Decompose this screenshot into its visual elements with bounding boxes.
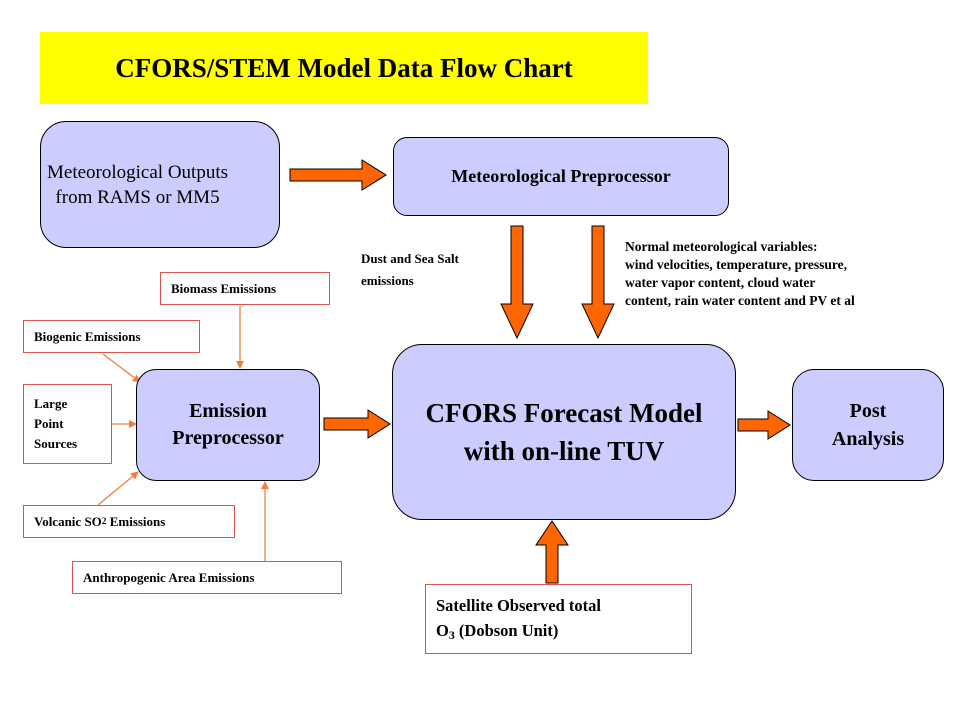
met-outputs-line1: Meteorological Outputs xyxy=(47,161,228,183)
normal-line2: wind velocities, temperature, pressure, xyxy=(625,257,847,272)
met-preprocessor-label: Meteorological Preprocessor xyxy=(451,166,671,186)
arrow-met-to-preprocessor xyxy=(289,159,387,191)
arrow-normal-down xyxy=(581,225,615,340)
arrow-cfors-to-post xyxy=(737,410,791,440)
arrow-biogenic xyxy=(102,353,141,383)
dust-annotation: Dust and Sea Salt emissions xyxy=(361,248,459,292)
satellite-o3-box: Satellite Observed total O3 (Dobson Unit… xyxy=(425,584,692,654)
cfors-model-node: CFORS Forecast Model with on-line TUV xyxy=(392,344,736,520)
volcanic-subscript: 2 xyxy=(101,516,107,527)
normal-line4: content, rain water content and PV et al xyxy=(625,293,855,308)
met-preprocessor-node: Meteorological Preprocessor xyxy=(393,137,729,216)
normal-vars-annotation: Normal meteorological variables: wind ve… xyxy=(625,238,855,310)
arrow-emission-to-cfors xyxy=(323,409,391,439)
emission-line2: Preprocessor xyxy=(172,427,284,449)
emission-preprocessor-node: Emission Preprocessor xyxy=(136,369,320,481)
satellite-suffix: (Dobson Unit) xyxy=(454,621,559,640)
satellite-subscript: 3 xyxy=(448,627,455,642)
biomass-emissions-box: Biomass Emissions xyxy=(160,272,330,305)
post-analysis-node: Post Analysis xyxy=(792,369,944,481)
met-outputs-node: Meteorological Outputs from RAMS or MM5 xyxy=(40,121,280,248)
volcanic-prefix: Volcanic SO xyxy=(34,513,102,529)
dust-line2: emissions xyxy=(361,273,414,288)
page-title: CFORS/STEM Model Data Flow Chart xyxy=(40,32,648,104)
large-point-sources-box: Large Point Sources xyxy=(23,384,112,464)
arrow-dust-down xyxy=(500,225,534,340)
dust-line1: Dust and Sea Salt xyxy=(361,251,459,266)
volcanic-suffix: Emissions xyxy=(106,513,166,529)
cfors-line2: with on-line TUV xyxy=(463,436,665,466)
large-point-line2: Point xyxy=(34,416,64,431)
met-outputs-line2: from RAMS or MM5 xyxy=(55,186,220,208)
normal-line3: water vapor content, cloud water xyxy=(625,275,816,290)
biogenic-emissions-box: Biogenic Emissions xyxy=(23,320,200,353)
anthropogenic-label: Anthropogenic Area Emissions xyxy=(83,569,255,585)
satellite-o-prefix: O xyxy=(436,621,449,640)
biomass-label: Biomass Emissions xyxy=(171,280,277,296)
arrow-volcanic xyxy=(97,471,139,506)
emission-line1: Emission xyxy=(189,400,267,422)
post-line1: Post xyxy=(849,400,887,422)
large-point-line3: Sources xyxy=(34,436,78,451)
post-line2: Analysis xyxy=(831,428,905,450)
satellite-line1: Satellite Observed total xyxy=(436,596,601,615)
cfors-line1: CFORS Forecast Model xyxy=(425,398,703,428)
large-point-line1: Large xyxy=(34,396,68,411)
biogenic-label: Biogenic Emissions xyxy=(34,328,141,344)
normal-line1: Normal meteorological variables: xyxy=(625,239,818,254)
arrow-satellite-up xyxy=(535,520,569,584)
anthropogenic-area-box: Anthropogenic Area Emissions xyxy=(72,561,342,594)
